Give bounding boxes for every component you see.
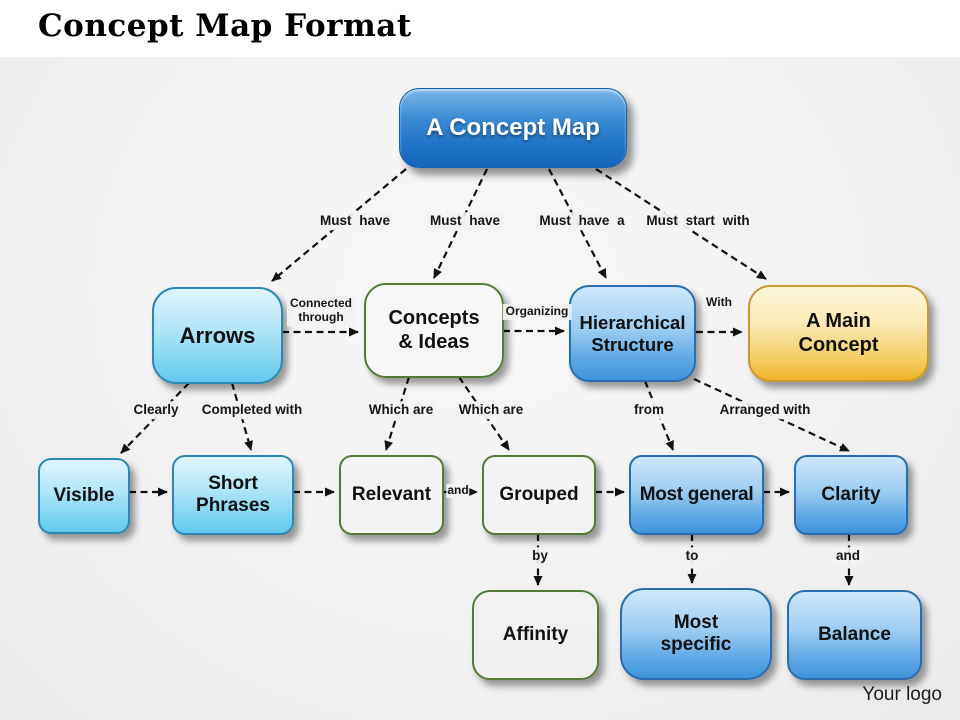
node-grouped: Grouped — [482, 455, 596, 535]
node-most-specific: Most specific — [620, 588, 772, 680]
edge-label-completed-with: Completed with — [198, 401, 306, 419]
edge-label-must-start-with: Must start with — [643, 212, 753, 230]
your-logo-text: Your logo — [862, 684, 942, 705]
node-concepts-ideas: Concepts & Ideas — [364, 283, 504, 378]
edge-label-with: With — [703, 295, 735, 311]
edge-label-must-have-a: Must have a — [536, 212, 628, 230]
edge-label-from: from — [631, 401, 667, 419]
node-balance: Balance — [787, 590, 922, 680]
edge-label-and-mid: and — [446, 483, 470, 498]
edge-label-which-are-2: Which are — [455, 401, 527, 419]
slide-header: Concept Map Format — [0, 0, 960, 57]
edge-concepts-grouped — [458, 376, 510, 451]
node-visible: Visible — [38, 458, 130, 534]
edge-label-must-have-1: Must have — [316, 212, 394, 230]
edge-label-to: to — [682, 547, 702, 565]
node-clarity: Clarity — [794, 455, 908, 535]
node-a-concept-map: A Concept Map — [399, 88, 627, 168]
node-a-main-concept: A Main Concept — [748, 285, 929, 382]
node-relevant: Relevant — [339, 455, 444, 535]
node-arrows: Arrows — [152, 287, 283, 384]
edge-label-clearly: Clearly — [130, 401, 182, 419]
node-most-general: Most general — [629, 455, 764, 535]
edge-label-connected-through: Connected through — [286, 296, 356, 326]
edge-label-arranged-with: Arranged with — [716, 401, 814, 419]
edge-label-and-bottom: and — [832, 547, 864, 565]
edge-label-which-are-1: Which are — [365, 401, 437, 419]
node-short-phrases: Short Phrases — [172, 455, 294, 535]
page-title: Concept Map Format — [38, 8, 412, 44]
edge-label-must-have-2: Must have — [426, 212, 504, 230]
node-hierarchical-structure: Hierarchical Structure — [569, 285, 696, 382]
edge-label-by: by — [529, 547, 551, 565]
node-affinity: Affinity — [472, 590, 599, 680]
edge-label-organizing: Organizing — [502, 304, 572, 320]
